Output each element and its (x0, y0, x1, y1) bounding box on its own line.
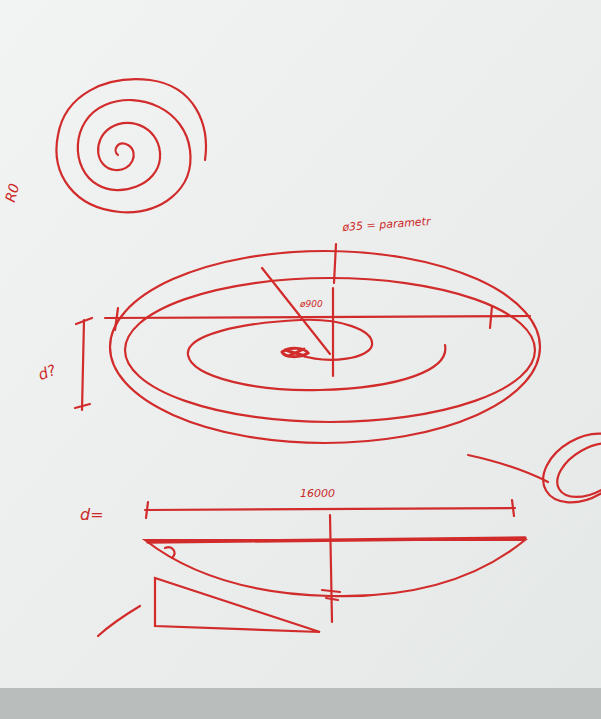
axis-line (330, 515, 332, 622)
tick (76, 318, 92, 324)
dimension-line (82, 320, 84, 410)
tick (115, 308, 118, 330)
sketch-stroke (98, 606, 140, 636)
axis-line (332, 288, 334, 376)
radius-line (262, 268, 330, 354)
tick (512, 500, 514, 516)
lens-top (148, 538, 525, 542)
paper-sheet (0, 0, 601, 690)
dimension-line (145, 508, 515, 510)
tick (322, 590, 340, 600)
handwritten-label: R0 (3, 182, 23, 204)
tick (146, 502, 148, 518)
inner-spiral (188, 320, 445, 390)
handwritten-label: 16000 (300, 488, 335, 500)
spiral (57, 79, 206, 212)
handwritten-label: ø900 (300, 300, 323, 310)
triangle (155, 578, 320, 632)
tick (75, 404, 90, 408)
partial-ellipse (548, 432, 601, 508)
middle-ellipse (125, 278, 535, 422)
handwritten-label: d= (80, 506, 104, 524)
table-edge (0, 688, 601, 719)
sketch-curve (468, 455, 548, 482)
lens-section (145, 540, 525, 596)
axis-line (105, 316, 530, 318)
handwritten-label: ø35 = parametr (342, 216, 431, 234)
leader-line (334, 244, 336, 283)
handwritten-label: d? (36, 362, 58, 383)
angle-mark (165, 547, 174, 558)
tick (490, 306, 492, 328)
partial-ellipse (531, 420, 601, 517)
center-mark (282, 348, 308, 356)
outer-ellipse (110, 251, 540, 443)
